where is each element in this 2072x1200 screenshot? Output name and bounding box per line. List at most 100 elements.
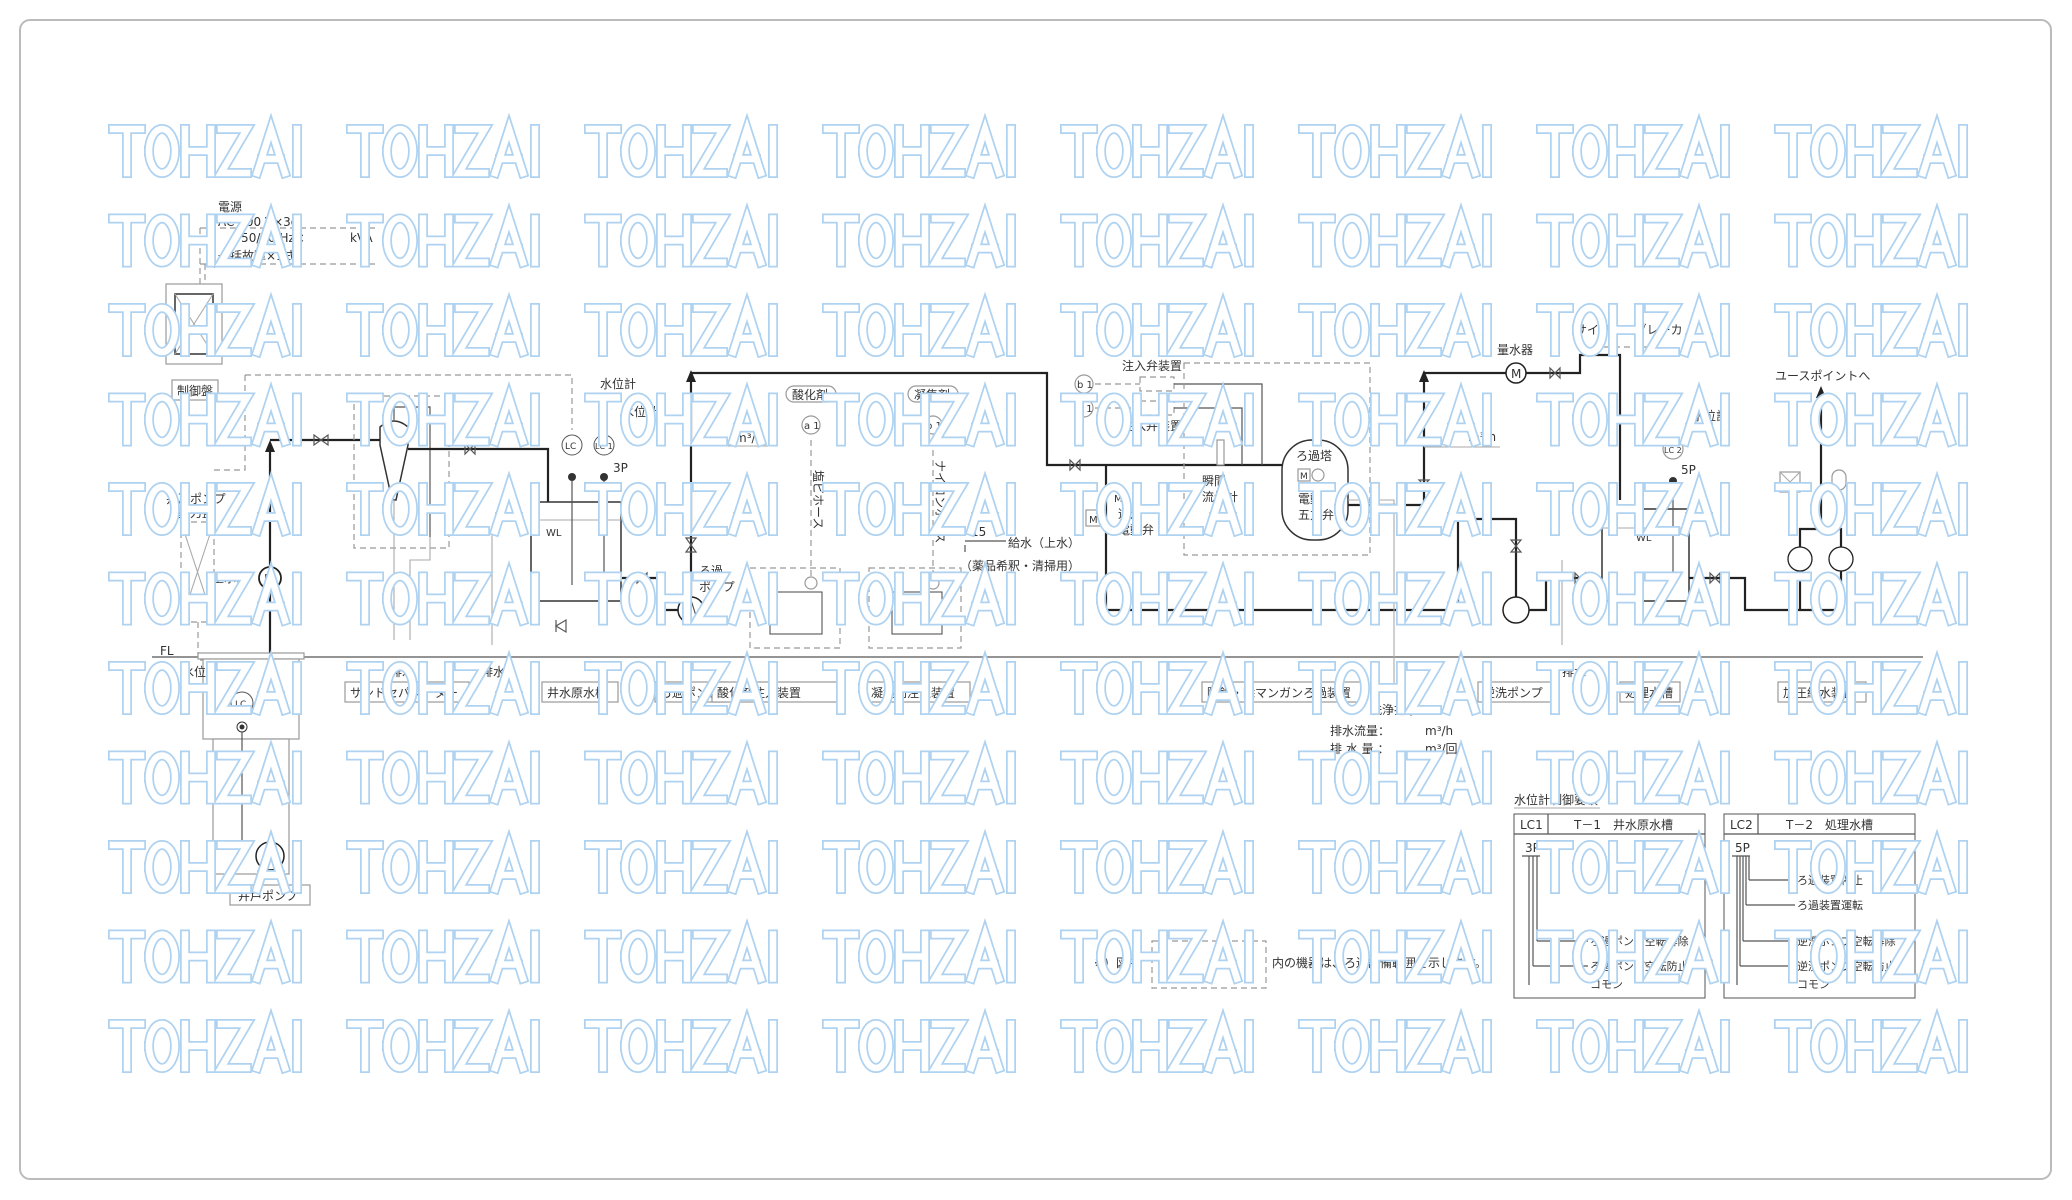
watermark-logo	[1536, 202, 1730, 269]
watermark-logo	[1536, 918, 1730, 985]
watermark-logo	[1298, 1007, 1492, 1075]
watermark-logo	[1060, 470, 1254, 538]
oxidant-tag: a 1	[804, 421, 820, 432]
supply-water-note: （薬品希釈・清掃用）	[960, 558, 1080, 573]
watermark-logo	[108, 1007, 302, 1075]
watermark-logo	[108, 649, 302, 717]
booster-pump-icon	[1828, 546, 1854, 572]
watermark-logo	[584, 470, 778, 538]
watermark-logo	[1298, 112, 1492, 180]
water-meter-label: 量水器	[1497, 343, 1533, 357]
filter-tower-title: ろ過塔	[1296, 449, 1332, 463]
watermark-logo	[108, 202, 302, 269]
lc2-item: ろ過装置運転	[1797, 899, 1863, 912]
watermark-logo	[1298, 202, 1492, 269]
tag-icon	[801, 415, 821, 435]
level-meter-label: 水位計	[600, 376, 636, 391]
watermark-logo	[1298, 291, 1492, 359]
watermark-logo	[346, 739, 540, 806]
watermark-logo	[822, 560, 1016, 627]
watermark-logo	[346, 291, 540, 359]
watermark-logo	[822, 112, 1016, 180]
watermark-logo	[1298, 470, 1492, 538]
watermark-logo	[1536, 470, 1730, 538]
watermark-logo	[108, 470, 302, 538]
lc2-tank: T－2 処理水槽	[1785, 818, 1873, 832]
watermark-logo	[584, 1007, 778, 1075]
oxidant-hose-label: 塩ビホース	[811, 470, 826, 529]
lc1-id: LC1	[1520, 818, 1543, 832]
valve-icon	[1069, 458, 1081, 472]
watermark-logo	[1536, 291, 1730, 359]
watermark-logo	[822, 381, 1016, 448]
valve-icon	[313, 433, 329, 447]
watermark-logo	[1298, 381, 1492, 448]
use-point-label: ユースポイントへ	[1775, 369, 1870, 383]
watermark-logo	[584, 918, 778, 985]
supply-water: 15 給水（上水） （薬品希釈・清掃用）	[960, 525, 1080, 573]
watermark-logo	[822, 739, 1016, 806]
raw-tank-label: 井水原水槽	[547, 686, 607, 700]
watermark-logo	[584, 381, 778, 448]
watermark-logo	[584, 291, 778, 359]
watermark-logo	[1060, 828, 1254, 896]
injection-label: 注入弁装置	[1122, 358, 1182, 373]
watermark-logo	[1774, 291, 1968, 359]
watermark-logo	[108, 381, 302, 448]
watermark-logo	[346, 470, 540, 538]
fl-label: FL	[160, 644, 174, 658]
watermark-logo	[346, 202, 540, 269]
watermark-logo	[1060, 649, 1254, 717]
watermark-logo	[1774, 1007, 1968, 1075]
watermark-logo	[1774, 381, 1968, 448]
oxidant-title: 酸化剤	[792, 387, 828, 402]
watermark-logo	[108, 918, 302, 985]
watermark-logo	[1536, 112, 1730, 180]
wl-mark: WL	[1636, 533, 1652, 544]
motor-symbol: M	[1089, 515, 1098, 526]
flowmeter-icon	[1216, 439, 1225, 466]
watermark-logo	[584, 649, 778, 717]
watermark-logo	[822, 649, 1016, 717]
lc1-tank: T－1 井水原水槽	[1573, 818, 1673, 832]
watermark-logo	[822, 202, 1016, 269]
watermark-logo	[1060, 918, 1254, 985]
probe-count: 5P	[1681, 463, 1696, 477]
watermark-logo	[1536, 649, 1730, 717]
booster-pump-icon	[1787, 546, 1813, 572]
watermark-logo	[1536, 560, 1730, 627]
wl-mark: WL	[546, 528, 562, 539]
lc2-id: LC2	[1730, 818, 1753, 832]
watermark-logo	[346, 1007, 540, 1075]
watermark-logo	[1536, 1007, 1730, 1075]
watermark-logo	[346, 381, 540, 448]
backwash-pump-label: 逆洗ポンプ	[1483, 685, 1543, 700]
probe-count: 3P	[613, 461, 628, 475]
watermark-logo	[822, 291, 1016, 359]
watermark-logo	[108, 560, 302, 627]
watermark-logo	[822, 1007, 1016, 1075]
valve-icon	[684, 537, 698, 553]
supply-water-label: 給水（上水）	[1008, 536, 1080, 550]
watermark-logo	[1536, 828, 1730, 896]
watermark-logo	[584, 739, 778, 806]
drain-flow-unit: m³/h	[1425, 724, 1453, 738]
watermark-logo	[1774, 112, 1968, 180]
watermark-logo	[584, 828, 778, 896]
injection-a-tag: a 1	[1077, 404, 1093, 415]
watermark-logo	[1298, 560, 1492, 627]
watermark-logo	[1060, 1007, 1254, 1075]
watermark-logo	[584, 112, 778, 180]
lc2-symbol: LC 2	[1664, 446, 1682, 455]
watermark-logo	[1536, 739, 1730, 806]
watermark	[108, 112, 1968, 1075]
watermark-logo	[822, 918, 1016, 985]
power-title: 電源	[218, 200, 242, 214]
frame	[19, 19, 2052, 1180]
watermark-logo	[1060, 202, 1254, 269]
valve-icon	[1509, 539, 1523, 553]
level-controller-icon	[561, 434, 583, 456]
watermark-logo	[1298, 918, 1492, 985]
watermark-logo	[1060, 739, 1254, 806]
